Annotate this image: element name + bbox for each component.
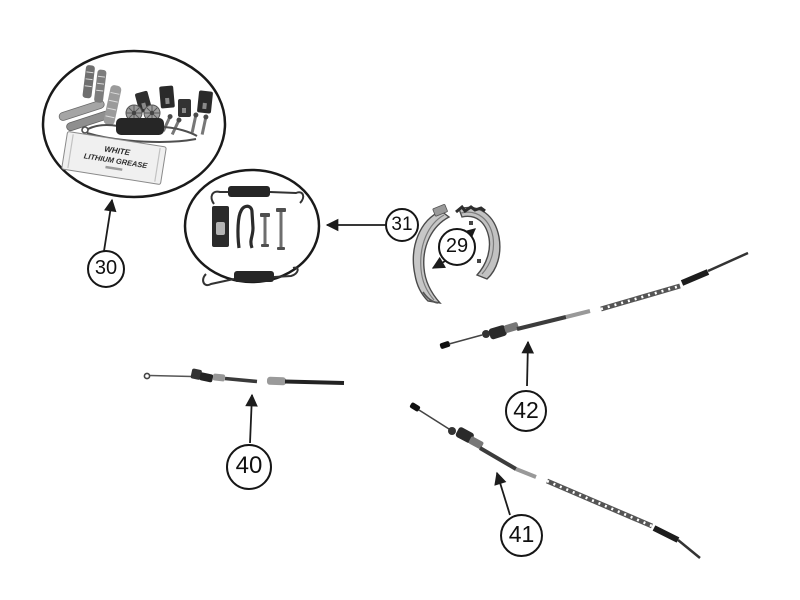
kit-holddown-pins-icon [260, 208, 286, 250]
callout-41[interactable]: 41 [500, 514, 543, 557]
hardware-kit-ellipse [41, 49, 227, 199]
callout-31-label: 31 [391, 213, 413, 235]
kit-coil-springs-icon [82, 65, 107, 103]
spring-kit-group [183, 168, 321, 286]
leader-arrow-30 [103, 198, 117, 252]
kit-pins-icon [161, 112, 209, 136]
grease-packet-fineprint [105, 165, 123, 171]
callout-29[interactable]: 29 [438, 228, 476, 266]
callout-40[interactable]: 40 [226, 444, 272, 490]
kit-u-clip-icon [236, 204, 255, 249]
callout-41-label: 41 [508, 521, 535, 547]
kit-top-return-spring-icon [210, 186, 305, 205]
leader-arrow-40 [245, 393, 258, 444]
callout-42-label: 42 [513, 396, 539, 423]
grease-packet-line1: WHITE [104, 144, 132, 157]
cable-40 [143, 368, 345, 386]
kit-bottom-return-spring-icon [202, 266, 299, 286]
kit-large-spring-icon [103, 85, 122, 126]
grease-packet: WHITE LITHIUM GREASE [61, 131, 167, 185]
callout-30-label: 30 [94, 257, 118, 279]
leader-arrow-42 [521, 340, 535, 387]
callout-40-label: 40 [235, 452, 263, 479]
cable-42 [439, 251, 749, 349]
callout-31[interactable]: 31 [385, 208, 419, 242]
kit-retainer-plate-icon [212, 206, 229, 247]
kit-star-adjusters-icon [125, 104, 161, 122]
callout-29-label: 29 [445, 235, 469, 257]
cable-41 [409, 402, 701, 559]
brake-shoe-right [455, 204, 501, 280]
callout-42[interactable]: 42 [505, 390, 547, 432]
callout-30[interactable]: 30 [87, 250, 125, 288]
hardware-kit-group: WHITE LITHIUM GREASE [41, 49, 227, 199]
leader-arrow-41 [494, 471, 511, 516]
